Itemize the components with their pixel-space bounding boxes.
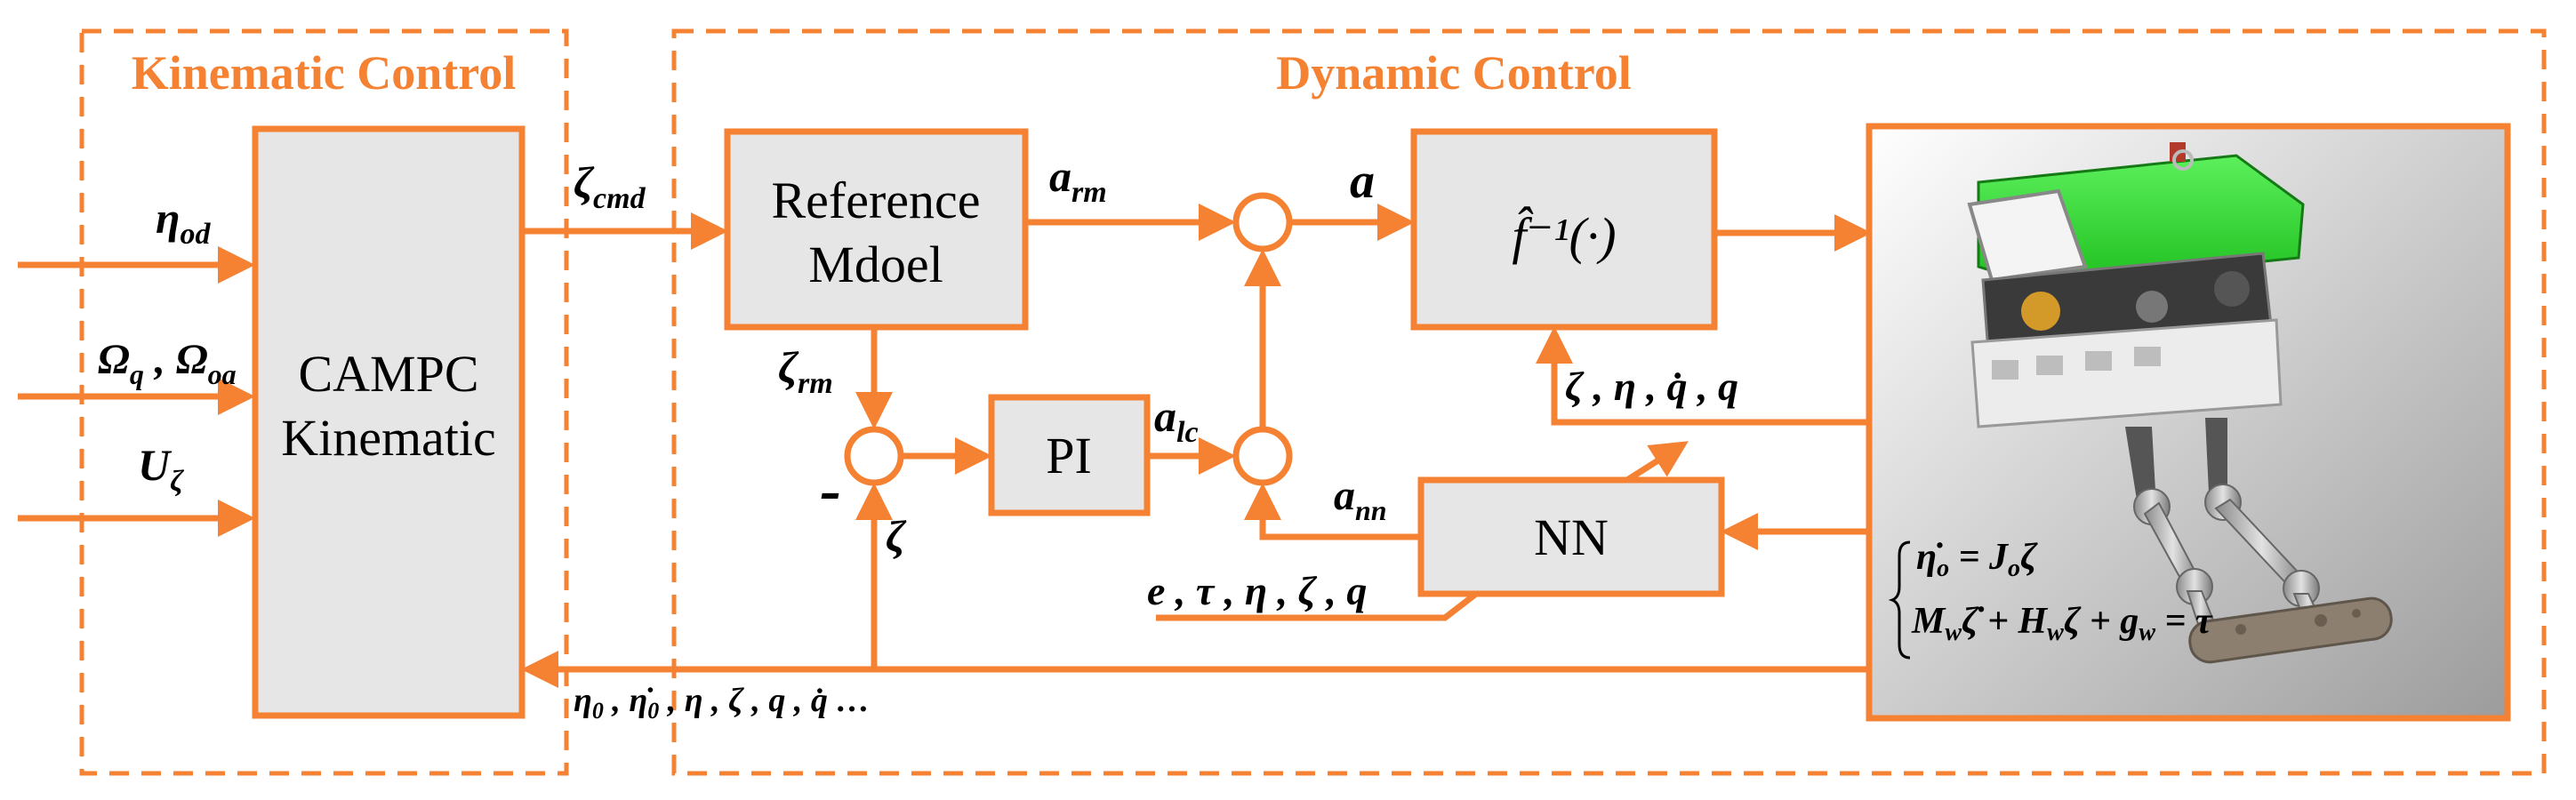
label-a-nn: ann [1334, 472, 1387, 526]
underwater-robot-image [1967, 142, 2393, 664]
reference-model-block [724, 128, 1029, 331]
nn-label: NN [1534, 508, 1609, 566]
kinematic-control-title: Kinematic Control [132, 46, 516, 100]
pi-block [988, 394, 1151, 516]
label-minus: - [820, 454, 841, 525]
pi-label: PI [1046, 427, 1092, 484]
label-u-zeta: Uζ [138, 440, 184, 498]
label-zeta: ζ [886, 511, 907, 561]
campc-label-line2: Kinematic [281, 409, 496, 467]
sum-junction-control [1232, 426, 1293, 486]
reference-model-label-line2: Mdoel [808, 236, 943, 293]
arrow-a-nn [1244, 483, 1421, 540]
nn-adaptation-arrow [1625, 441, 1689, 483]
equation-dynamics: Mwζ̇ + Hwζ + gw = τ [1911, 601, 2213, 646]
sum-junction-error [844, 426, 904, 486]
kinematic-control-region [79, 28, 569, 776]
equation-brace [1888, 540, 1911, 660]
campc-label-line1: CAMPC [298, 345, 478, 403]
campc-kinematic-block [252, 125, 526, 719]
label-a: a [1350, 154, 1375, 209]
label-zeta-rm: ζrm [778, 342, 833, 400]
robot-panel: η̇o = Joζ Mwζ̇ + Hwζ + gw = τ [1866, 123, 2511, 722]
inverse-dynamics-label: f̂⁻¹(·) [1512, 207, 1616, 265]
inverse-dynamics-block [1410, 128, 1718, 331]
nn-input-line [1156, 591, 1479, 621]
dynamic-control-title: Dynamic Control [1276, 46, 1632, 100]
label-feedback-finv: ζ , η , q̇ , q [1565, 364, 1738, 409]
label-a-rm: arm [1049, 151, 1107, 209]
label-nn-inputs: e , τ , η , ζ , q [1147, 568, 1367, 613]
label-a-lc: alc [1154, 391, 1199, 449]
label-eta-od: ηod [156, 193, 211, 251]
label-omega: Ωq , Ωoa [98, 336, 237, 390]
pipe [2188, 596, 2393, 664]
sum-junction-a [1232, 192, 1293, 252]
feedback-to-inverse-dynamics [1536, 326, 1867, 426]
equation-kinematics: η̇o = Joζ [1916, 537, 2038, 582]
label-feedback-bottom: η0 , η̇0 , η , ζ , q , q̇ … [574, 682, 870, 724]
label-zeta-cmd: ζcmd [574, 157, 646, 215]
dynamic-control-region [671, 28, 2547, 776]
reference-model-label-line1: Reference [771, 172, 980, 229]
